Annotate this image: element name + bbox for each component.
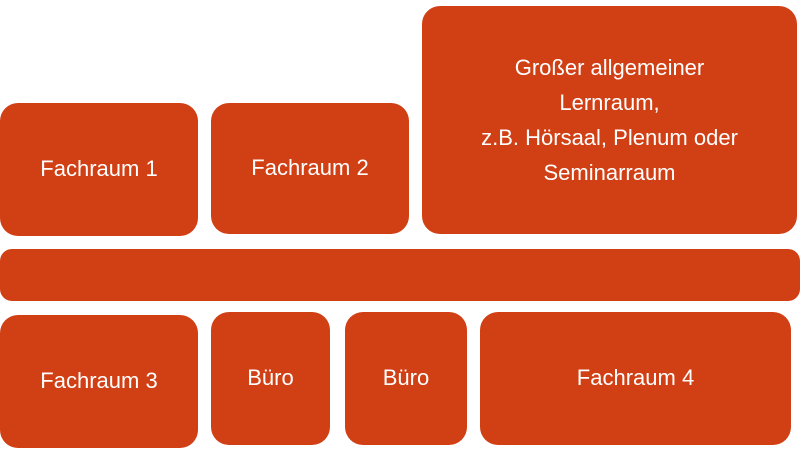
room-fachraum-1: Fachraum 1: [0, 103, 198, 236]
room-fachraum-3: Fachraum 3: [0, 315, 198, 448]
room-label: Fachraum 2: [251, 155, 369, 181]
room-buero-1: Büro: [211, 312, 330, 445]
room-label-line: Lernraum,: [559, 90, 660, 115]
corridor-bar: [0, 249, 800, 301]
room-label: Fachraum 1: [40, 156, 158, 182]
room-label-line: Großer allgemeiner: [514, 55, 705, 80]
room-fachraum-2: Fachraum 2: [211, 103, 409, 234]
room-fachraum-4: Fachraum 4: [480, 312, 791, 445]
room-label: Fachraum 4: [576, 365, 695, 391]
room-label-line: z.B. Hörsaal, Plenum oder: [481, 125, 738, 150]
room-buero-2: Büro: [345, 312, 467, 445]
room-label: Büro: [247, 365, 294, 391]
room-label: Fachraum 3: [40, 368, 158, 394]
room-label-block: Großer allgemeiner Lernraum, z.B. Hörsaa…: [481, 50, 738, 190]
room-label: Büro: [382, 365, 430, 391]
room-grosser-lernraum: Großer allgemeiner Lernraum, z.B. Hörsaa…: [422, 6, 797, 234]
room-label-line: Seminarraum: [543, 160, 676, 185]
